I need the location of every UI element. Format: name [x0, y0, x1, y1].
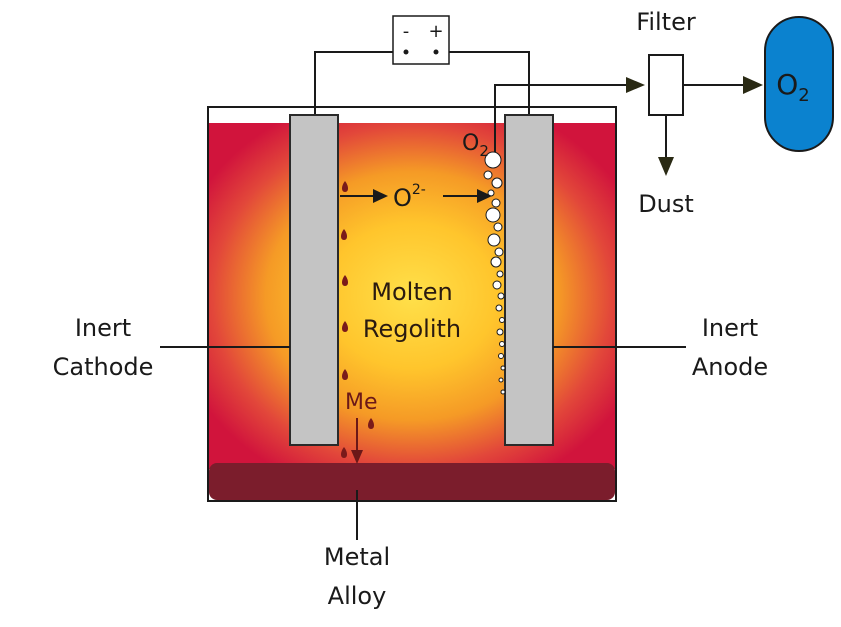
- molten-regolith-label-line1: Molten: [371, 278, 452, 306]
- metal-droplet: [368, 418, 374, 429]
- dust-label: Dust: [638, 190, 694, 218]
- power-supply: - +: [392, 15, 450, 65]
- oxygen-bubble: [494, 247, 504, 257]
- oxygen-bubble: [491, 177, 503, 189]
- metal-droplets: [341, 181, 374, 458]
- oxide-ion-flow: O2-: [340, 182, 492, 212]
- o2-bubbles-label: O2: [462, 131, 489, 160]
- oxygen-bubble: [485, 207, 501, 223]
- oxygen-pipe: [494, 77, 645, 160]
- filter-to-tank-arrowhead: [743, 76, 763, 94]
- anode-label-line1: Inert: [702, 314, 758, 342]
- filter-box: [648, 54, 684, 116]
- inert-cathode: [289, 114, 339, 446]
- metal-symbol-label: Me: [345, 390, 378, 415]
- power-minus-label: -: [403, 21, 410, 42]
- filter-label: Filter: [636, 8, 696, 36]
- oxygen-bubble: [500, 365, 506, 371]
- ion-arrow-left-head: [373, 189, 388, 203]
- power-plus-terminal: [433, 49, 439, 55]
- metal-droplet: [342, 321, 348, 332]
- oxygen-tank: O2: [764, 16, 834, 152]
- oxygen-bubble: [483, 170, 493, 180]
- oxygen-bubble: [499, 341, 505, 347]
- metal-droplet: [342, 369, 348, 380]
- oxygen-tank-label: O2: [776, 68, 810, 106]
- oxygen-bubble: [492, 280, 502, 290]
- ion-arrow-right-head: [477, 189, 492, 203]
- anode-wire: [449, 51, 530, 115]
- dust-arrowhead: [658, 157, 674, 176]
- metal-droplet: [341, 447, 347, 458]
- inert-anode: [504, 114, 554, 446]
- power-minus-terminal: [403, 49, 409, 55]
- oxygen-bubble: [496, 270, 504, 278]
- oxygen-bubble: [500, 389, 506, 395]
- wiring: [314, 51, 530, 115]
- crucible-wall: [207, 106, 617, 502]
- power-supply-box: [392, 15, 450, 65]
- oxygen-bubble: [493, 222, 503, 232]
- power-plus-label: +: [428, 21, 443, 42]
- oxide-ion-label: O2-: [393, 182, 426, 212]
- oxygen-bubble: [484, 151, 502, 169]
- metal-droplet: [342, 275, 348, 286]
- oxygen-bubbles: [483, 151, 506, 395]
- metal-alloy-label-line1: Metal: [324, 543, 390, 571]
- gas-pipe-line: [494, 84, 630, 160]
- molten-regolith-label-line2: Regolith: [363, 315, 461, 343]
- oxygen-bubble: [495, 304, 503, 312]
- oxygen-bubble: [497, 292, 505, 300]
- anode-label-line2: Anode: [692, 353, 768, 381]
- oxygen-tank-body: [764, 16, 834, 152]
- cathode-label-line1: Inert: [75, 314, 131, 342]
- oxygen-bubble: [487, 233, 501, 247]
- metal-droplet: [341, 229, 347, 240]
- metal-droplet: [342, 181, 348, 192]
- cathode-label-line2: Cathode: [53, 353, 154, 381]
- oxygen-bubble: [498, 353, 504, 359]
- metal-alloy-layer: [209, 463, 615, 500]
- cathode-wire: [314, 51, 393, 115]
- oxygen-bubble: [491, 198, 501, 208]
- filter-unit: Filter Dust: [636, 8, 763, 218]
- oxygen-bubble: [490, 256, 502, 268]
- gas-pipe-arrowhead: [626, 77, 645, 93]
- oxygen-bubble: [498, 377, 504, 383]
- metal-alloy-label-line2: Alloy: [328, 582, 387, 610]
- oxygen-bubble: [496, 328, 504, 336]
- oxygen-bubble: [499, 317, 505, 323]
- metal-settling-arrow-head: [351, 450, 363, 464]
